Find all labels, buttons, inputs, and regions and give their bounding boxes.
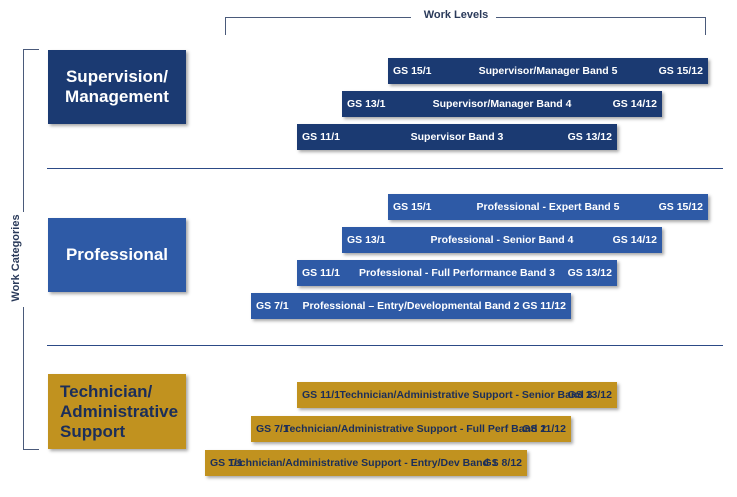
band-high-grade: GS 13/12 xyxy=(567,267,612,279)
band-high-grade: GS 14/12 xyxy=(612,98,657,110)
band-name: Supervisor/Manager Band 4 xyxy=(432,98,572,110)
band-professional-expert-5: GS 15/1 Professional - Expert Band 5 GS … xyxy=(388,194,708,220)
band-high-grade: GS 14/12 xyxy=(612,234,657,246)
band-high-grade: GS 11/12 xyxy=(522,300,566,312)
section-divider xyxy=(47,345,723,346)
band-name: Supervisor/Manager Band 5 xyxy=(478,65,618,77)
band-low-grade: GS 7/1 xyxy=(256,423,289,435)
category-label-line: Professional xyxy=(65,245,169,264)
category-label-line: Administrative xyxy=(60,401,179,421)
band-professional-entry-developmental-2: GS 7/1 Professional – Entry/Developmenta… xyxy=(251,293,571,319)
category-supervision-management: Supervision/ Management xyxy=(48,50,186,124)
band-low-grade: GS 11/1 xyxy=(302,389,340,401)
band-low-grade: GS 7/1 xyxy=(256,300,289,312)
band-low-grade: GS 13/1 xyxy=(347,234,386,246)
band-professional-senior-4: GS 13/1 Professional - Senior Band 4 GS … xyxy=(342,227,662,253)
band-technician-entry-dev-1: GS 1/1 Technician/Administrative Support… xyxy=(205,450,527,476)
band-supervisor-3: GS 11/1 Supervisor Band 3 GS 13/12 xyxy=(297,124,617,150)
work-categories-title: Work Categories xyxy=(10,214,22,302)
band-name: Professional - Senior Band 4 xyxy=(430,234,574,246)
band-high-grade: GS 13/12 xyxy=(567,131,612,143)
band-name: Technician/Administrative Support - Full… xyxy=(283,423,547,435)
band-high-grade: GS 15/12 xyxy=(658,201,703,213)
category-label-line: Management xyxy=(65,87,169,106)
category-label-line: Support xyxy=(60,421,126,441)
band-high-grade: GS 13/12 xyxy=(567,389,612,401)
category-technician-administrative-support: Technician/ Administrative Support xyxy=(48,374,186,449)
category-label-line: Technician/ xyxy=(60,381,153,401)
band-supervisor-manager-5: GS 15/1 Supervisor/Manager Band 5 GS 15/… xyxy=(388,58,708,84)
band-name: Professional - Full Performance Band 3 xyxy=(358,267,556,279)
section-divider xyxy=(47,168,723,169)
band-low-grade: GS 11/1 xyxy=(302,131,340,143)
band-name: Professional – Entry/Developmental Band … xyxy=(302,300,520,312)
band-name: Professional - Expert Band 5 xyxy=(476,201,620,213)
band-name: Supervisor Band 3 xyxy=(410,131,504,143)
band-low-grade: GS 15/1 xyxy=(393,201,432,213)
category-professional: Professional xyxy=(48,218,186,292)
band-name: Technician/Administrative Support - Seni… xyxy=(339,389,593,401)
band-low-grade: GS 11/1 xyxy=(302,267,340,279)
band-low-grade: GS 13/1 xyxy=(347,98,386,110)
band-technician-full-perf-2: GS 7/1 Technician/Administrative Support… xyxy=(251,416,571,442)
work-levels-title: Work Levels xyxy=(423,9,489,21)
band-name: Technician/Administrative Support - Entr… xyxy=(228,457,498,469)
band-professional-full-performance-3: GS 11/1 Professional - Full Performance … xyxy=(297,260,617,286)
band-high-grade: GS 8/12 xyxy=(483,457,522,469)
band-high-grade: GS 11/12 xyxy=(522,423,566,435)
category-label-line: Supervision/ xyxy=(65,67,168,86)
band-high-grade: GS 15/12 xyxy=(658,65,703,77)
band-technician-senior-3: GS 11/1 Technician/Administrative Suppor… xyxy=(297,382,617,408)
band-low-grade: GS 1/1 xyxy=(210,457,243,469)
band-low-grade: GS 15/1 xyxy=(393,65,432,77)
band-supervisor-manager-4: GS 13/1 Supervisor/Manager Band 4 GS 14/… xyxy=(342,91,662,117)
